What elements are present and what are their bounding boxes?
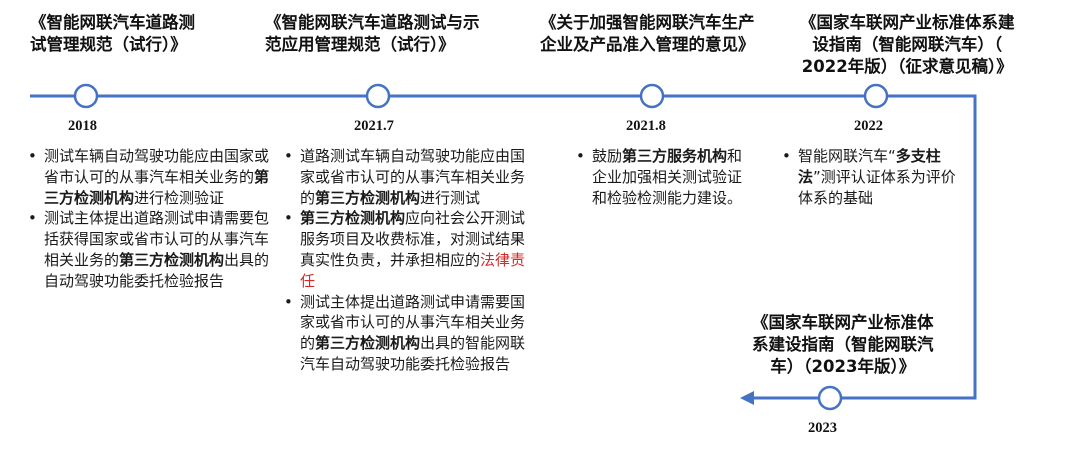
milestone-2021-7-bullets: 道路测试车辆自动驾驶功能应由国家或省市认可的从事汽车相关业务的第三方检测机构进行… [282,146,532,375]
bullet-text: 应向社会公开测试服务项目及收费标准，对测试结果真实性负责，并承担相应的 [300,209,526,269]
milestone-2022-title: 《国家车联网产业标准体系建 设指南（智能网联汽车）（ 2022年版）（征求意见稿… [800,13,1015,76]
milestone-2018-title: 《智能网联汽车道路测 试管理规范（试行）》 [30,13,195,54]
bullet-highlight-text: 法律责任 [300,250,526,290]
milestone-2022-year: 2022 [854,118,883,134]
bullet-item: 测试车辆自动驾驶功能应由国家或省市认可的从事汽车相关业务的第三方检测机构进行检测… [26,146,274,208]
milestone-2021-7-title: 《智能网联汽车道路测试与示 范应用管理规范（试行）》 [265,13,480,54]
bullet-text: 测试车辆自动驾驶功能应由国家或省市认可的从事汽车相关业务的 [44,147,270,186]
bullet-item: 鼓励第三方服务机构和企业加强相关测试验证和检验检测能力建设。 [574,146,754,208]
milestone-2018-year: 2018 [68,118,97,134]
timeline-node-2021-7 [365,83,391,109]
bullet-text: 出具的智能网联汽车自动驾驶功能委托检验报告 [300,334,526,373]
bullet-text: 测试主体提出道路测试申请需要国家或省市认可的从事汽车相关业务的 [300,292,526,353]
bullet-text: 和企业加强相关测试验证和检验检测能力建设。 [592,147,743,207]
milestone-2018-bullets: 测试车辆自动驾驶功能应由国家或省市认可的从事汽车相关业务的第三方检测机构进行检测… [26,146,274,292]
bullet-bold-text: 第三方检测机构 [44,167,270,207]
milestone-2021-8-title: 《关于加强智能网联汽车生产 企业及产品准入管理的意见》 [540,13,755,54]
bullet-text: 鼓励 [592,147,623,165]
bullet-bold-text: 第三方检测机构 [315,334,421,353]
bullet-item: 测试主体提出道路测试申请需要包括获得国家或省市认可的从事汽车相关业务的第三方检测… [26,208,274,291]
timeline-node-2018 [73,83,99,109]
bullet-text: 出具的自动驾驶功能委托检验报告 [44,250,270,290]
bullet-text: 测试主体提出道路测试申请需要包括获得国家或省市认可的从事汽车相关业务的 [44,209,270,269]
bullet-text: 道路测试车辆自动驾驶功能应由国家或省市认可的从事汽车相关业务的 [300,147,526,207]
timeline-node-2022 [863,83,889,109]
bullet-text: ”测评认证体系为评价体系的基础 [798,167,956,207]
milestone-2021-7-year: 2021.7 [354,118,394,134]
milestone-2023-year: 2023 [808,420,837,436]
bullet-item: 测试主体提出道路测试申请需要国家或省市认可的从事汽车相关业务的第三方检测机构出具… [282,292,532,375]
milestone-2021-8-bullets: 鼓励第三方服务机构和企业加强相关测试验证和检验检测能力建设。 [574,146,754,208]
timeline-node-2023 [817,385,843,411]
bullet-bold-text: 多支柱法 [798,147,941,186]
milestone-2023-title: 《国家车联网产业标准体 系建设指南（智能网联汽 车）（2023年版）》 [752,313,934,376]
bullet-text: 智能网联汽车“ [798,147,896,165]
bullet-bold-text: 第三方服务机构 [622,147,728,165]
bullet-item: 第三方检测机构应向社会公开测试服务项目及收费标准，对测试结果真实性负责，并承担相… [282,208,532,291]
bullet-item: 智能网联汽车“多支柱法”测评认证体系为评价体系的基础 [780,146,970,208]
timeline-line [30,94,977,400]
bullet-text: 进行测试 [420,188,481,207]
milestone-2021-8-year: 2021.8 [626,118,666,134]
timeline-arrowhead-icon [740,391,754,405]
bullet-bold-text: 第三方检测机构 [315,188,421,207]
timeline-node-2021-8 [639,83,665,109]
bullet-bold-text: 第三方检测机构 [300,209,406,228]
milestone-2022-bullets: 智能网联汽车“多支柱法”测评认证体系为评价体系的基础 [780,146,970,208]
bullet-bold-text: 第三方检测机构 [119,250,225,269]
bullet-item: 道路测试车辆自动驾驶功能应由国家或省市认可的从事汽车相关业务的第三方检测机构进行… [282,146,532,208]
bullet-text: 进行检测验证 [134,188,225,207]
